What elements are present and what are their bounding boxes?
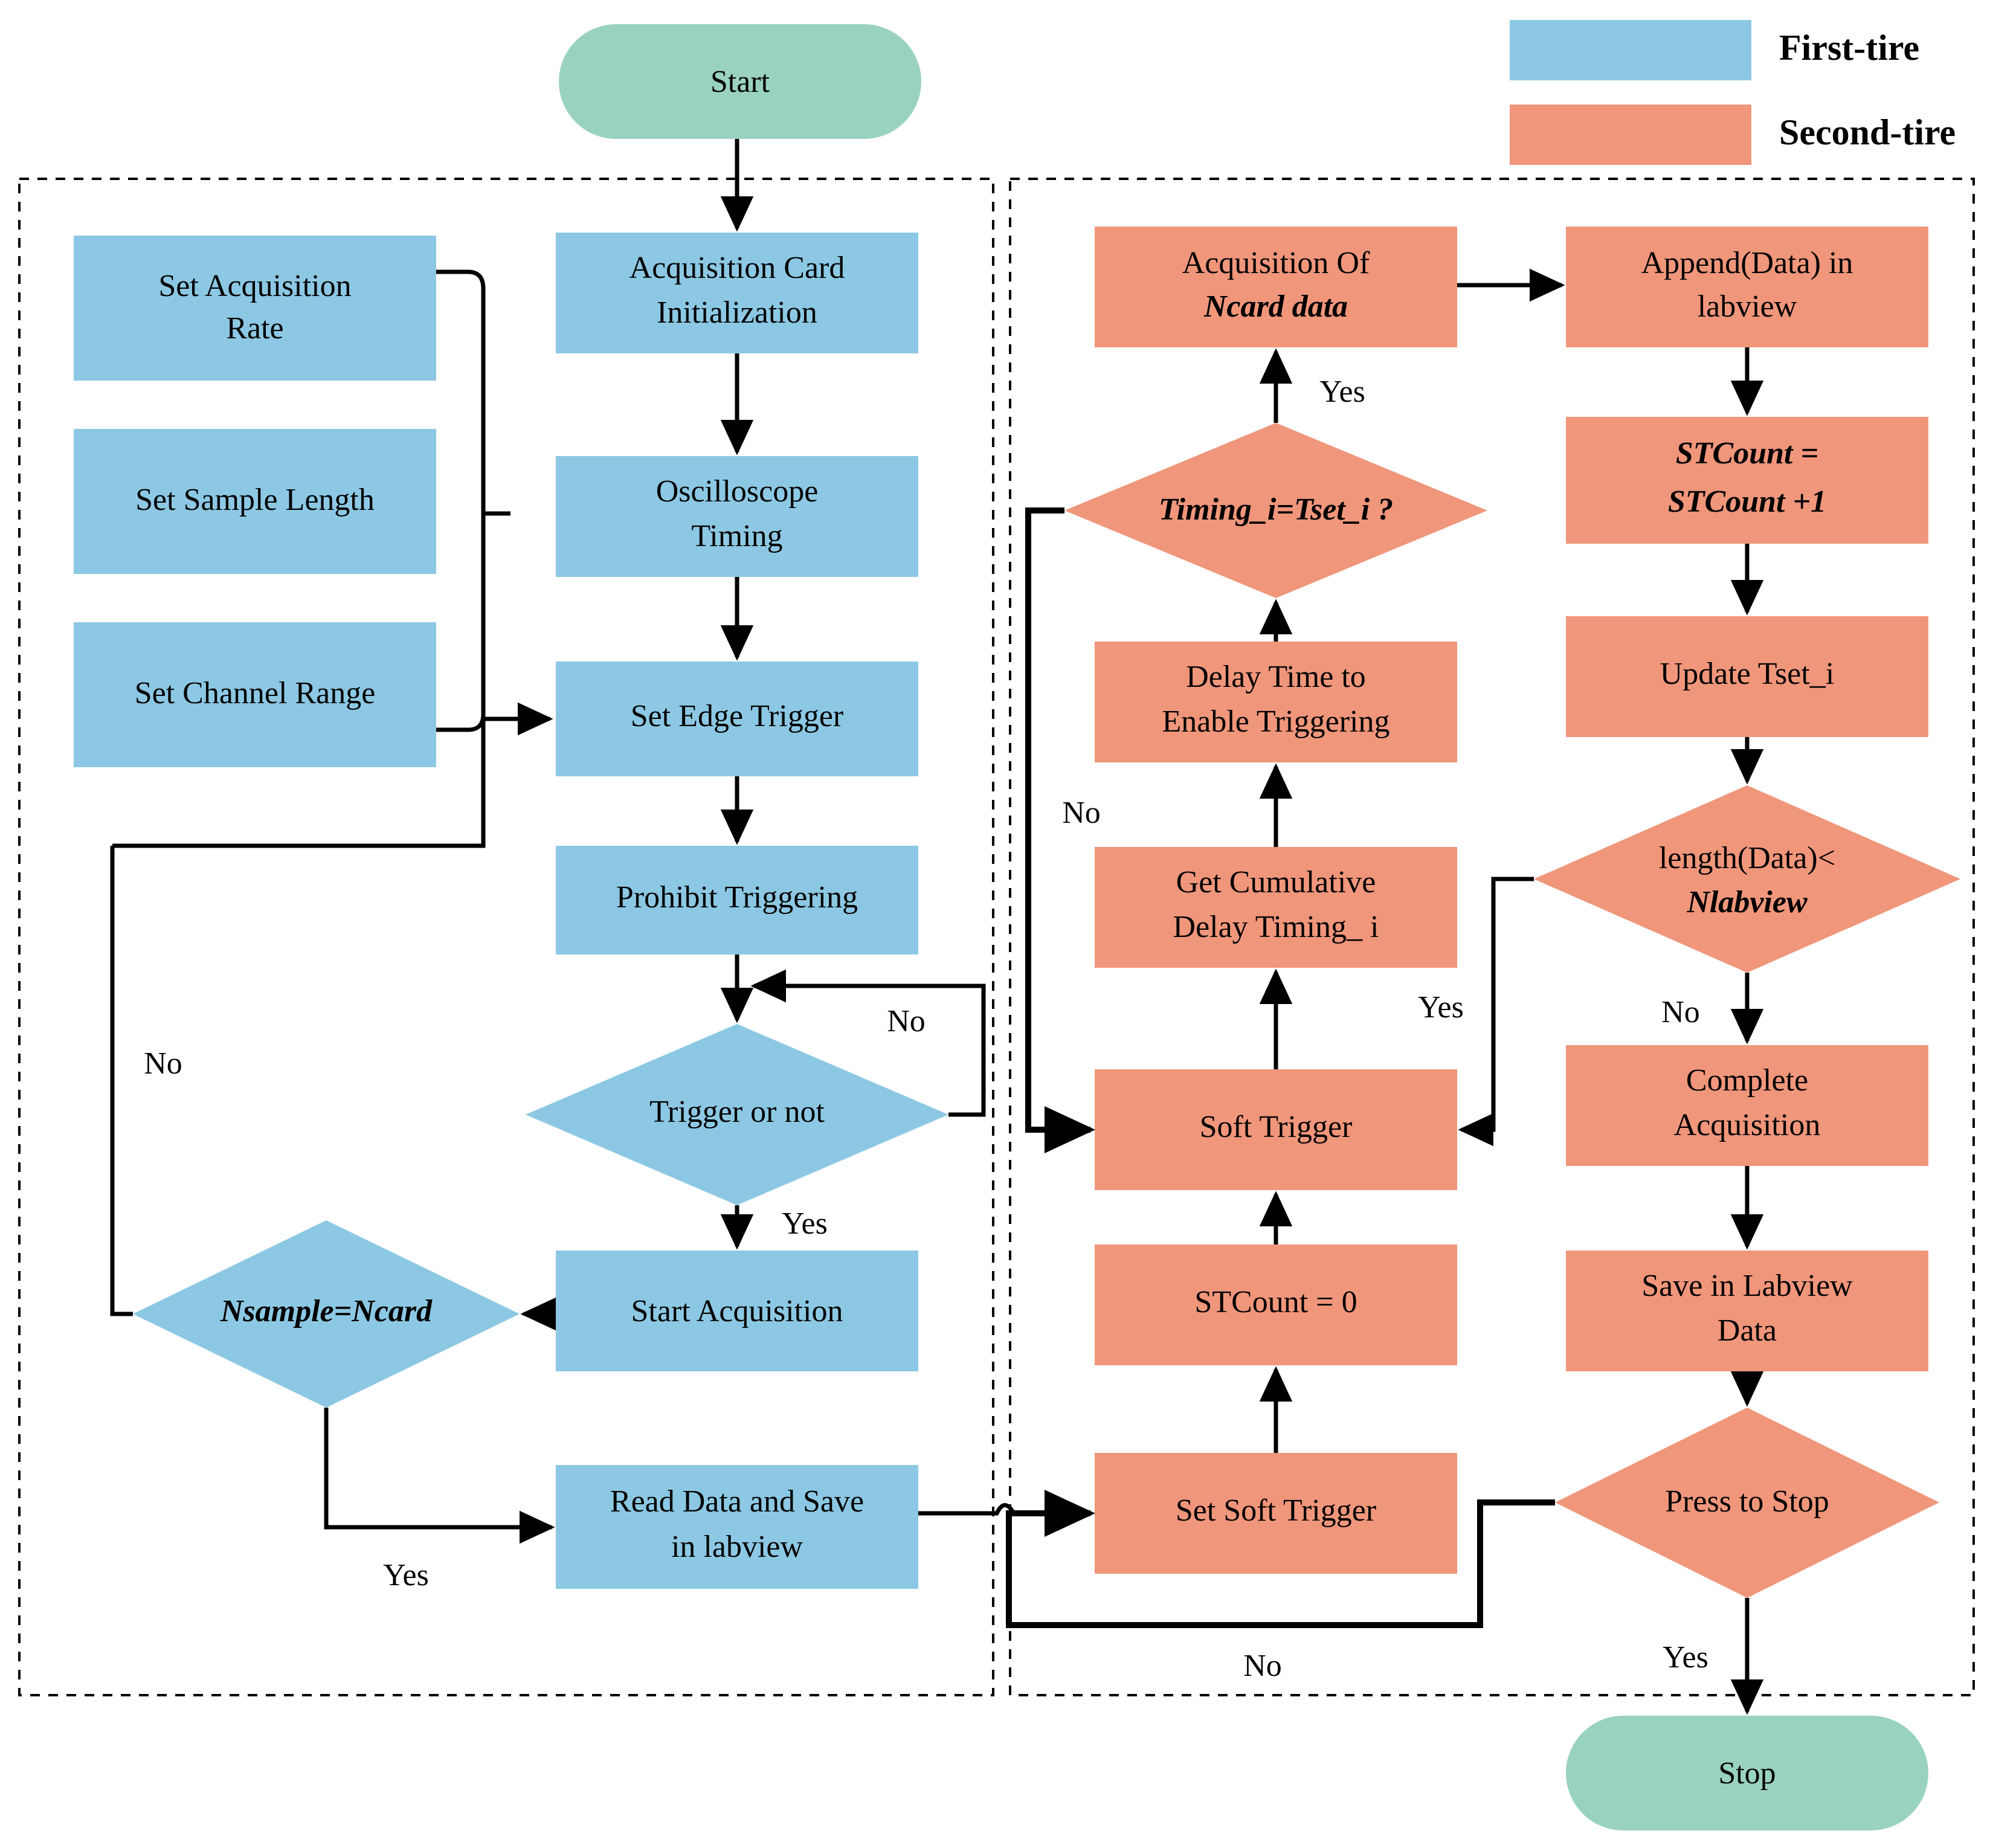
label-set-edge-trigger-line1: Set Edge Trigger bbox=[631, 699, 843, 733]
box-prohibit-triggering bbox=[556, 846, 918, 955]
edge-label-trigger-no: No bbox=[887, 1004, 926, 1038]
label-read-data-and-save-line1: Read Data and Save bbox=[610, 1484, 864, 1519]
diamond-press-to-stop bbox=[1555, 1408, 1939, 1598]
box-stcount-increment bbox=[1566, 417, 1928, 544]
label-get-cumulative-delay-timing-i-line1: Get Cumulative bbox=[1176, 865, 1376, 900]
edge-label-timing-yes: Yes bbox=[1319, 375, 1365, 409]
settings-to-set-edge-trigger bbox=[481, 702, 553, 803]
legend-label-first-tire: First-tire bbox=[1779, 28, 1919, 68]
box-set-edge-trigger bbox=[556, 662, 918, 776]
label-nsample-equals-ncard: Nsample=Ncard bbox=[220, 1294, 433, 1328]
start-terminal-label: Start bbox=[710, 65, 770, 99]
first-tire-container bbox=[18, 178, 994, 1696]
label-acquisition-of-ncard-data-line2: Ncard data bbox=[1203, 289, 1348, 324]
label-append-data-in-labview-line1: Append(Data) in bbox=[1641, 246, 1853, 280]
conn-timing-no-loop bbox=[1025, 507, 1096, 1153]
box-acquisition-card-initialization bbox=[556, 233, 918, 353]
conn-read-data-to-set-soft-trigger bbox=[918, 1496, 1094, 1530]
label-set-acquisition-rate-line2: Rate bbox=[226, 311, 283, 346]
label-complete-acquisition-line2: Acquisition bbox=[1674, 1108, 1821, 1142]
box-stcount-equals-zero bbox=[1095, 1244, 1457, 1365]
label-save-in-labview-data-line2: Data bbox=[1718, 1313, 1777, 1348]
label-save-in-labview-data-line1: Save in Labview bbox=[1641, 1269, 1853, 1303]
label-acquisition-card-initialization-line2: Initialization bbox=[657, 295, 817, 330]
label-get-cumulative-delay-timing-i-line2: Delay Timing_ i bbox=[1173, 910, 1379, 944]
label-delay-time-to-enable-triggering-line1: Delay Time to bbox=[1186, 660, 1366, 694]
diamond-length-data-less-nlabview bbox=[1534, 785, 1960, 973]
conn-nsample-yes-to-read-data bbox=[324, 1408, 555, 1544]
edge-label-nsample-yes: Yes bbox=[383, 1558, 429, 1592]
edge-label-nsample-no: No bbox=[144, 1046, 182, 1081]
legend-label-second-tire: Second-tire bbox=[1779, 112, 1956, 152]
label-start-acquisition-line1: Start Acquisition bbox=[631, 1294, 843, 1328]
label-soft-trigger-line1: Soft Trigger bbox=[1200, 1110, 1353, 1144]
box-set-channel-range bbox=[74, 622, 436, 767]
label-oscilloscope-timing-line1: Oscilloscope bbox=[656, 474, 819, 509]
box-read-data-and-save bbox=[556, 1465, 918, 1589]
legend-swatch-first-tire bbox=[1510, 20, 1751, 80]
label-append-data-in-labview-line2: labview bbox=[1698, 289, 1797, 324]
stop-terminal bbox=[1566, 1716, 1928, 1830]
box-acquisition-of-ncard-data bbox=[1095, 227, 1457, 347]
label-set-soft-trigger-line1: Set Soft Trigger bbox=[1176, 1493, 1376, 1528]
edge-label-timing-no: No bbox=[1062, 796, 1101, 830]
edge-label-length-no: No bbox=[1661, 995, 1700, 1029]
conn-nsample-no-loop bbox=[110, 846, 133, 1316]
label-set-acquisition-rate-line1: Set Acquisition bbox=[158, 269, 351, 303]
edge-label-trigger-yes: Yes bbox=[782, 1206, 828, 1241]
edge-label-stop-yes: Yes bbox=[1663, 1640, 1708, 1675]
label-stcount-increment-line2: STCount +1 bbox=[1668, 485, 1826, 519]
label-acquisition-of-ncard-data-line1: Acquisition Of bbox=[1182, 246, 1370, 280]
box-start-acquisition bbox=[556, 1251, 918, 1371]
conn-trigger-no-loop bbox=[750, 969, 986, 1117]
label-read-data-and-save-line2: in labview bbox=[671, 1530, 803, 1564]
label-complete-acquisition-line1: Complete bbox=[1686, 1063, 1808, 1098]
box-oscilloscope-timing bbox=[556, 456, 918, 577]
box-delay-time-to-enable-triggering bbox=[1095, 642, 1457, 762]
label-stcount-increment-line1: STCount = bbox=[1676, 436, 1818, 471]
label-trigger-or-not: Trigger or not bbox=[649, 1095, 825, 1129]
box-append-data-in-labview bbox=[1566, 227, 1928, 347]
stop-terminal-label: Stop bbox=[1718, 1756, 1776, 1791]
box-set-acquisition-rate bbox=[74, 236, 436, 381]
box-set-soft-trigger bbox=[1095, 1453, 1457, 1574]
label-press-to-stop: Press to Stop bbox=[1665, 1484, 1829, 1519]
diamond-timing-i-equals-tset-i bbox=[1064, 423, 1487, 598]
label-set-channel-range-line1: Set Channel Range bbox=[135, 676, 376, 710]
box-update-tset-i bbox=[1566, 616, 1928, 737]
label-delay-time-to-enable-triggering-line2: Enable Triggering bbox=[1162, 704, 1390, 739]
box-save-in-labview-data bbox=[1566, 1251, 1928, 1371]
label-length-data-less-nlabview-line2: Nlabview bbox=[1686, 885, 1808, 919]
label-set-sample-length-line1: Set Sample Length bbox=[135, 483, 375, 517]
label-acquisition-card-initialization-line1: Acquisition Card bbox=[629, 251, 845, 285]
box-soft-trigger bbox=[1095, 1069, 1457, 1190]
settings-brace bbox=[436, 269, 506, 732]
diamond-trigger-or-not bbox=[526, 1024, 948, 1205]
box-get-cumulative-delay-timing-i bbox=[1095, 847, 1457, 968]
box-complete-acquisition bbox=[1566, 1045, 1928, 1166]
diamond-nsample-equals-ncard bbox=[133, 1220, 520, 1408]
settings-bottom-rail bbox=[112, 803, 486, 848]
label-length-data-less-nlabview-line1: length(Data)< bbox=[1659, 841, 1835, 875]
label-update-tset-i-line1: Update Tset_i bbox=[1660, 657, 1835, 691]
label-oscilloscope-timing-line2: Timing bbox=[691, 519, 782, 553]
label-stcount-equals-zero-line1: STCount = 0 bbox=[1194, 1285, 1357, 1319]
edge-label-stop-no: No bbox=[1243, 1649, 1282, 1683]
label-prohibit-triggering-line1: Prohibit Triggering bbox=[616, 880, 858, 915]
legend-swatch-second-tire bbox=[1510, 105, 1751, 165]
box-set-sample-length bbox=[74, 429, 436, 574]
second-tire-container bbox=[1009, 178, 1975, 1696]
conn-length-yes-to-soft-trigger bbox=[1458, 877, 1534, 1147]
start-terminal bbox=[559, 24, 921, 139]
edge-label-length-yes: Yes bbox=[1418, 990, 1464, 1025]
label-timing-i-equals-tset-i: Timing_i=Tset_i ? bbox=[1159, 492, 1393, 527]
